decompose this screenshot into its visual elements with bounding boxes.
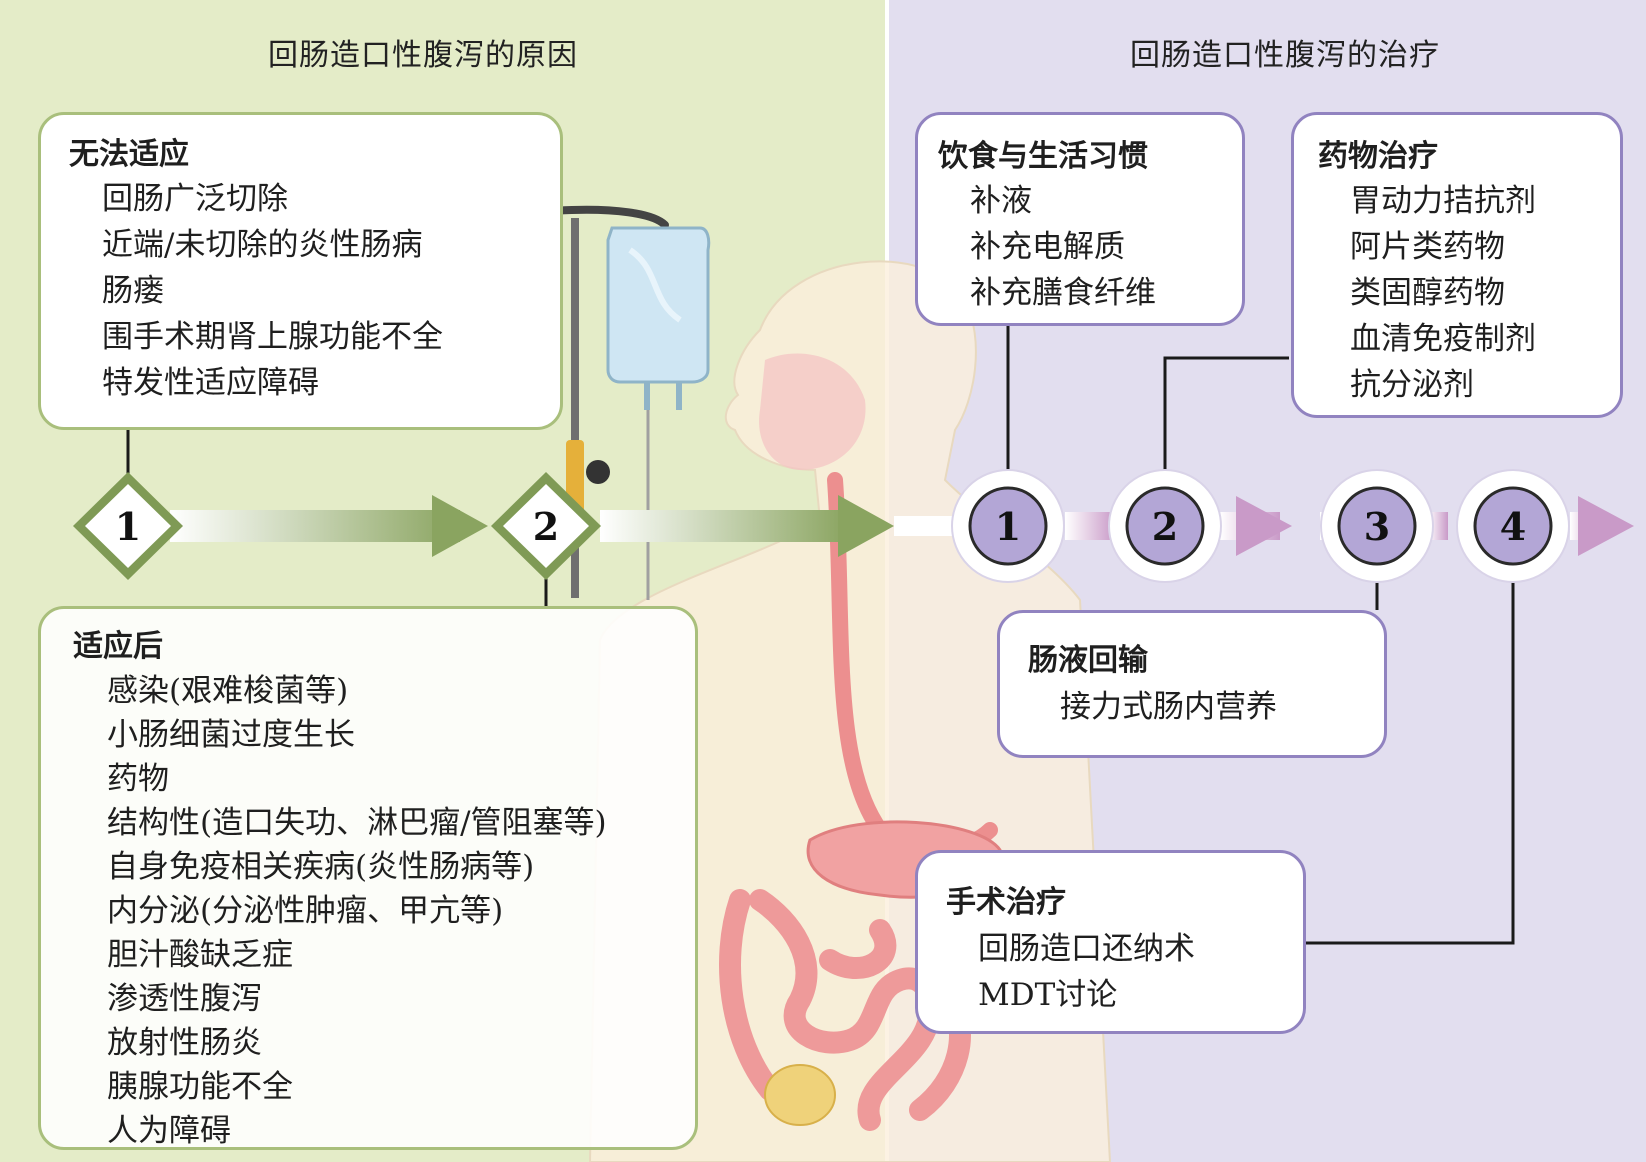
diet-lifestyle-item: 补充膳食纤维 [970,275,1156,311]
no-adaptation-item: 近端/未切除的炎性肠病 [102,227,423,263]
post-adaptation-item: 结构性(造口失功、淋巴瘤/管阻塞等) [107,805,607,841]
no-adaptation-title: 无法适应 [69,137,189,172]
drug-therapy-title: 药物治疗 [1318,139,1438,174]
no-adaptation-item: 回肠广泛切除 [102,181,288,217]
treatment-circle-1: 1 [951,469,1065,583]
diet-lifestyle-title: 饮食与生活习惯 [938,139,1148,174]
post-adaptation-item: 放射性肠炎 [107,1025,262,1061]
cause-marker-1: 1 [115,504,141,549]
post-adaptation-item: 人为障碍 [107,1113,231,1149]
post-adaptation-title: 适应后 [73,629,163,664]
reinfusion-title: 肠液回输 [1028,643,1148,678]
reinfusion-item: 接力式肠内营养 [1060,689,1277,725]
iv-pole [571,218,579,598]
drug-therapy-item: 抗分泌剂 [1350,367,1474,403]
drug-therapy-item: 胃动力拮抗剂 [1350,183,1536,219]
no-adaptation-item: 特发性适应障碍 [102,365,319,401]
nasal-cavity [759,353,866,470]
surgery-title: 手术治疗 [946,885,1066,920]
causes-heading: 回肠造口性腹泻的原因 [268,38,578,73]
post-adaptation-item: 胰腺功能不全 [107,1069,293,1105]
treatment-marker-4: 4 [1500,504,1526,549]
stoma-bag [764,1064,836,1126]
treatment-circle-2: 2 [1108,469,1222,583]
diet-lifestyle-item: 补充电解质 [970,229,1125,265]
post-adaptation-item: 胆汁酸缺乏症 [107,937,293,973]
treatment-circle-4: 4 [1456,469,1570,583]
drug-therapy-item: 阿片类药物 [1350,229,1505,265]
drug-therapy-box: 药物治疗 胃动力拮抗剂 阿片类药物 类固醇药物 血清免疫制剂 抗分泌剂 [1291,112,1623,418]
post-adaptation-item: 小肠细菌过度生长 [107,717,355,753]
reinfusion-box: 肠液回输 接力式肠内营养 [997,610,1387,758]
cause-diamond-2: 2 [491,472,601,580]
diet-lifestyle-item: 补液 [970,183,1032,219]
connector-lines [126,326,1515,945]
treatment-marker-1: 1 [995,504,1021,549]
surgery-box: 手术治疗 回肠造口还纳术 MDT讨论 [915,850,1306,1034]
post-adaptation-item: 渗透性腹泻 [107,981,262,1017]
post-adaptation-item: 内分泌(分泌性肿瘤、甲亢等) [107,893,504,929]
treatment-heading: 回肠造口性腹泻的治疗 [1130,38,1440,73]
intestines [719,889,971,1131]
iv-stand [486,205,711,600]
post-adaptation-item: 药物 [107,761,169,797]
post-adaptation-item: 感染(艰难梭菌等) [107,673,349,709]
treatment-marker-3: 3 [1364,504,1390,549]
cause-arrows [170,495,956,557]
diet-lifestyle-box: 饮食与生活习惯 补液 补充电解质 补充膳食纤维 [915,112,1245,326]
no-adaptation-box: 无法适应 回肠广泛切除 近端/未切除的炎性肠病 肠瘘 围手术期肾上腺功能不全 特… [38,112,563,430]
no-adaptation-item: 围手术期肾上腺功能不全 [102,319,443,355]
post-adaptation-item: 自身免疫相关疾病(炎性肠病等) [107,849,535,885]
cause-diamond-1: 1 [73,472,183,580]
no-adaptation-item: 肠瘘 [102,273,164,309]
post-adaptation-box: 适应后 感染(艰难梭菌等) 小肠细菌过度生长 药物 结构性(造口失功、淋巴瘤/管… [38,606,698,1150]
cause-marker-2: 2 [533,504,559,549]
treatment-circle-3: 3 [1320,469,1434,583]
drug-therapy-item: 血清免疫制剂 [1350,321,1536,357]
surgery-item: 回肠造口还纳术 [978,931,1195,967]
surgery-item: MDT讨论 [978,977,1118,1013]
drug-therapy-item: 类固醇药物 [1350,275,1505,311]
treatment-marker-2: 2 [1152,504,1178,549]
iv-knob [586,460,610,484]
iv-bag [606,226,711,384]
